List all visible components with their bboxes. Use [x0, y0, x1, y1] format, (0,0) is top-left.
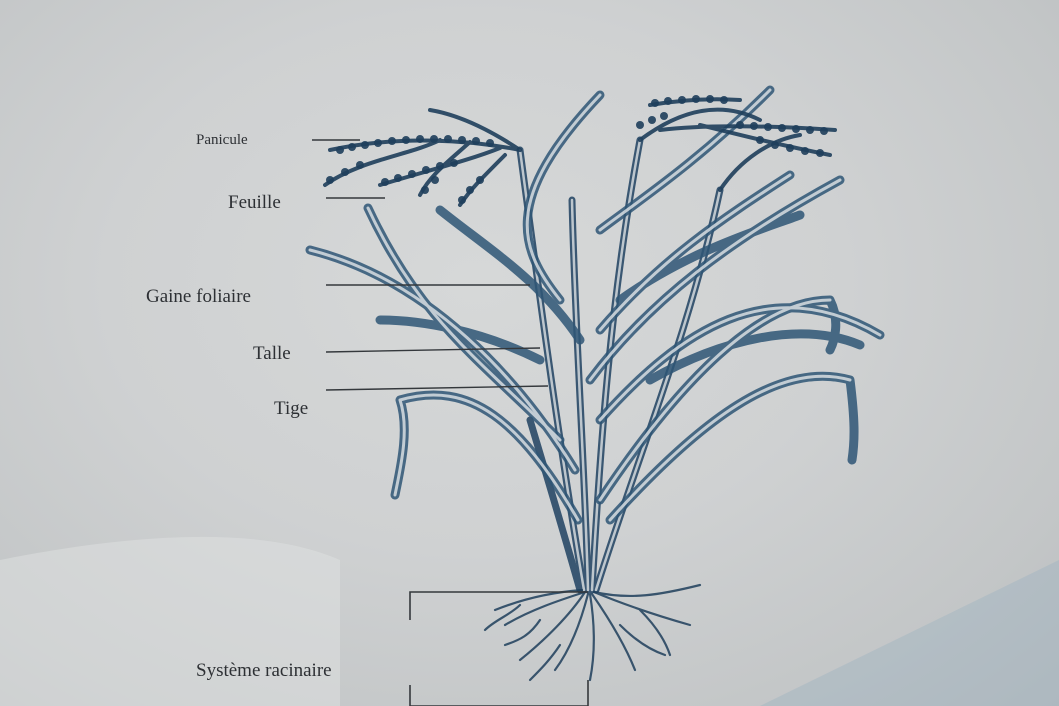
- label-feuille: Feuille: [228, 192, 281, 214]
- label-talle: Talle: [253, 343, 291, 365]
- label-panicule: Panicule: [196, 132, 248, 149]
- root-system: [485, 585, 700, 680]
- label-tige: Tige: [274, 398, 308, 420]
- label-gaine-foliaire: Gaine foliaire: [146, 286, 251, 308]
- blue-edge-shading: [760, 560, 1059, 706]
- label-systeme-racinaire: Système racinaire: [196, 660, 332, 682]
